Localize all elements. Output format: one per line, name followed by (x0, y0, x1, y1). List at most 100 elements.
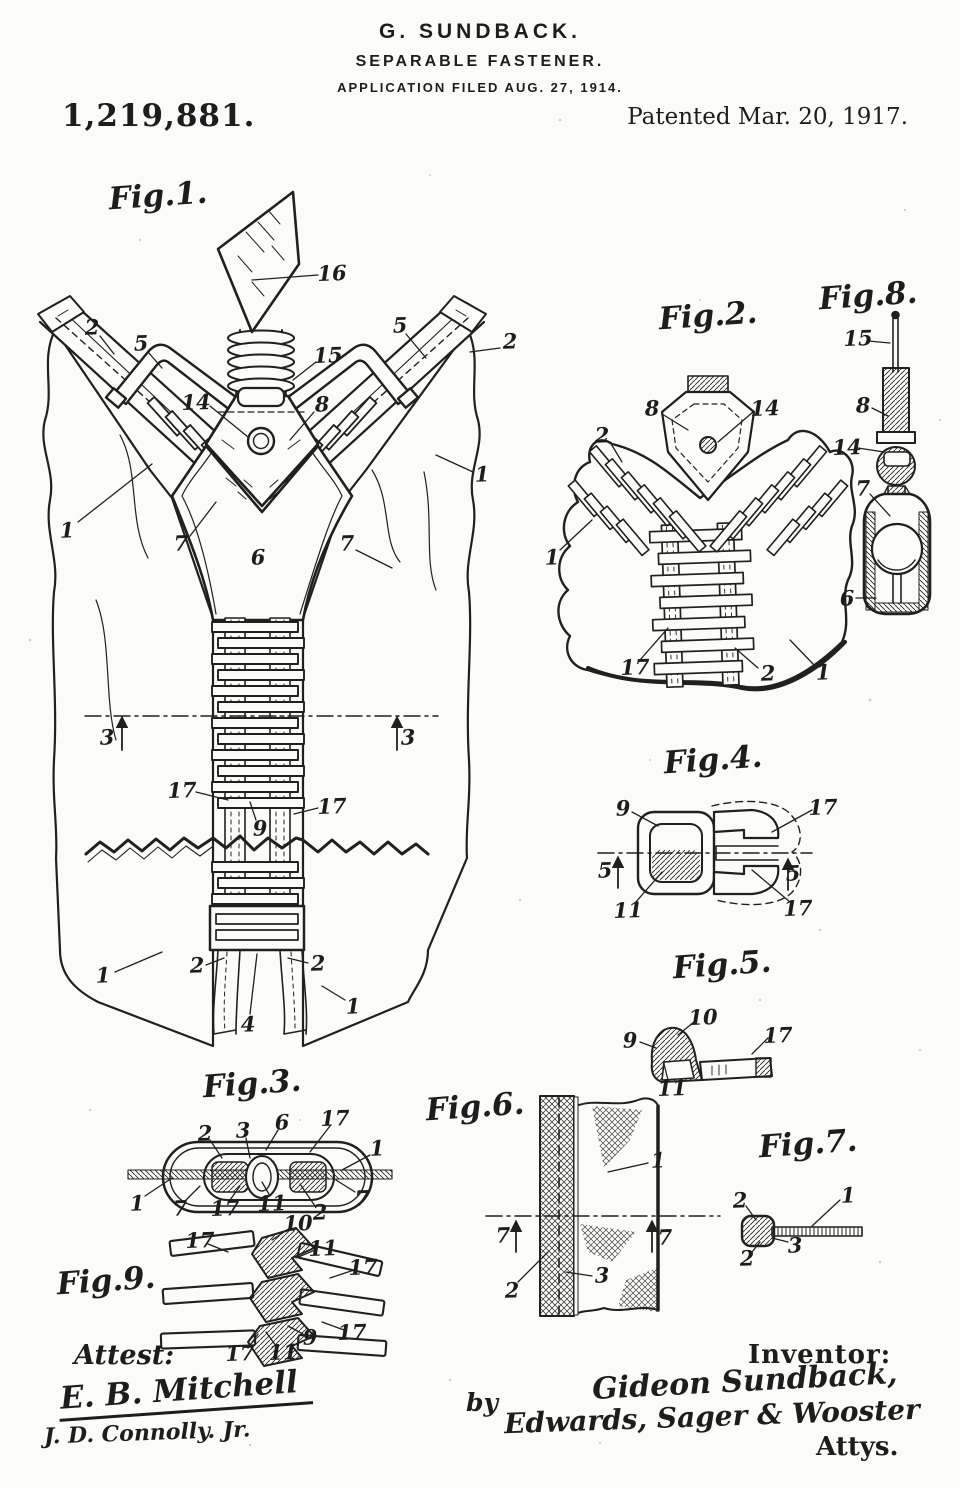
figure-label-fig6: Fig.6. (424, 1085, 526, 1129)
ref-numeral-fig8-8: 8 (855, 392, 871, 418)
ref-numeral-fig2-1: 1 (815, 659, 831, 685)
ref-numeral-fig7-1: 1 (840, 1182, 856, 1208)
ref-numeral-fig2-1: 1 (544, 544, 560, 570)
fig2-leader-lines (559, 411, 816, 669)
fig1-teeth-stack (211, 621, 305, 905)
fig5-drawing (639, 1021, 773, 1083)
fig5-bar (699, 1057, 773, 1081)
fig2-diagonal-teeth (567, 445, 849, 557)
fig6-section-line (485, 1215, 721, 1253)
fig8-drawing (855, 310, 932, 616)
ref-numeral-fig1-4: 4 (240, 1011, 256, 1037)
figure-label-fig9: Fig.9. (55, 1259, 157, 1303)
header-inventor-name: G. SUNDBACK. (378, 20, 581, 43)
inventor-label: Inventor: (748, 1340, 892, 1370)
fig1-bottom-stop (208, 904, 306, 952)
ref-numeral-fig3-3: 3 (235, 1117, 251, 1143)
fig7-leader-lines (745, 1199, 841, 1253)
ref-numeral-fig3-6: 6 (274, 1109, 290, 1135)
ref-numeral-fig7-2: 2 (732, 1187, 748, 1213)
ref-numeral-fig1-1: 1 (474, 461, 490, 487)
fig7-corded-bead (740, 1214, 776, 1248)
fig6-corded-edge (539, 1095, 575, 1317)
ref-numeral-fig9-10: 10 (282, 1209, 314, 1237)
ref-numeral-fig1-2: 2 (84, 314, 100, 340)
fig1-break-line (84, 834, 430, 856)
ref-numeral-fig9-17: 17 (184, 1226, 216, 1254)
ref-numeral-fig1-7: 7 (173, 530, 189, 556)
figure-label-fig4: Fig.4. (662, 738, 764, 782)
fig9-leader-lines (207, 1227, 355, 1349)
paper-specks (28, 58, 942, 1447)
ref-numeral-fig1-1: 1 (95, 962, 111, 988)
ref-numeral-fig3-7: 7 (354, 1185, 370, 1211)
ref-numeral-fig1-5: 5 (133, 330, 149, 356)
ref-numeral-fig5-10: 10 (687, 1003, 719, 1031)
ref-numeral-fig6-7: 7 (495, 1222, 511, 1248)
fig4-section-line (597, 852, 813, 891)
figure-label-fig8: Fig.8. (817, 274, 919, 318)
fig1-fabric-panels (42, 328, 481, 1048)
fig3-center-stud (244, 1154, 280, 1200)
fig3-drawing (127, 1125, 393, 1214)
fig8-collar (876, 431, 916, 444)
ref-numeral-fig1-6: 6 (250, 544, 266, 570)
ref-numeral-fig3-1: 1 (369, 1135, 385, 1161)
ref-numeral-fig4-5: 5 (597, 857, 613, 883)
ref-numeral-fig5-17: 17 (762, 1021, 794, 1049)
ref-numeral-fig1-16: 16 (316, 259, 348, 287)
ref-numeral-fig3-1: 1 (129, 1190, 145, 1216)
ref-numeral-fig9-17: 17 (336, 1318, 368, 1346)
ref-numeral-fig9-9: 9 (302, 1324, 318, 1350)
ref-numeral-fig7-3: 3 (787, 1232, 803, 1258)
fig1-leader-lines (77, 274, 501, 1015)
ref-numeral-fig2-17: 17 (619, 653, 651, 681)
ref-numeral-fig6-3: 3 (594, 1262, 610, 1288)
by-label: by (466, 1388, 499, 1417)
figure-label-fig7: Fig.7. (757, 1122, 859, 1166)
ref-numeral-fig8-6: 6 (839, 585, 855, 611)
fig5-leader-lines (639, 1021, 769, 1081)
ref-numeral-fig4-17: 17 (807, 793, 839, 821)
fig8-pin (891, 310, 900, 373)
fig2-fabric-bottom-edge (586, 640, 847, 692)
ref-numeral-fig6-2: 2 (504, 1277, 520, 1303)
ref-numeral-fig1-1: 1 (59, 517, 75, 543)
attest-label: Attest: (74, 1340, 175, 1371)
fig1-pull-tab (216, 190, 301, 334)
ref-numeral-fig1-2: 2 (310, 950, 326, 976)
ref-numeral-fig8-14: 14 (831, 433, 863, 461)
ref-numeral-fig2-2: 2 (760, 660, 776, 686)
ref-numeral-fig1-8: 8 (314, 391, 330, 417)
ref-numeral-fig1-14: 14 (180, 388, 212, 416)
ref-numeral-fig4-17: 17 (782, 894, 814, 922)
ref-numeral-fig5-11: 11 (656, 1074, 688, 1102)
ref-numeral-fig1-3: 3 (400, 724, 416, 750)
fig8-outer-shell (862, 485, 932, 616)
ref-numeral-fig9-11: 11 (267, 1338, 299, 1366)
fig4-ghost-element (711, 800, 802, 906)
fig4-leader-lines (631, 809, 813, 904)
ref-numeral-fig4-9: 9 (615, 795, 631, 821)
ref-numeral-fig1-1: 1 (345, 993, 361, 1019)
ref-numeral-fig7-2: 2 (739, 1245, 755, 1271)
fig3-leader-lines (144, 1125, 371, 1207)
fig9-drawing (159, 1227, 388, 1367)
ref-numeral-fig8-7: 7 (855, 475, 871, 501)
fig7-drawing (740, 1199, 863, 1253)
ref-numeral-fig1-2: 2 (189, 952, 205, 978)
fig6-drawing (485, 1095, 721, 1317)
fig4-drawing (597, 800, 813, 906)
fig4-element (636, 808, 780, 896)
ref-numeral-fig1-17: 17 (316, 792, 348, 820)
ref-numeral-fig3-17: 17 (209, 1194, 241, 1222)
ref-numeral-fig4-5: 5 (785, 860, 801, 886)
ref-numeral-fig1-3: 3 (99, 724, 115, 750)
fig2-drawing (557, 375, 857, 692)
ref-numeral-fig3-7: 7 (172, 1195, 188, 1221)
fig8-leader-lines (855, 340, 891, 599)
ref-numeral-fig2-14: 14 (749, 394, 781, 422)
